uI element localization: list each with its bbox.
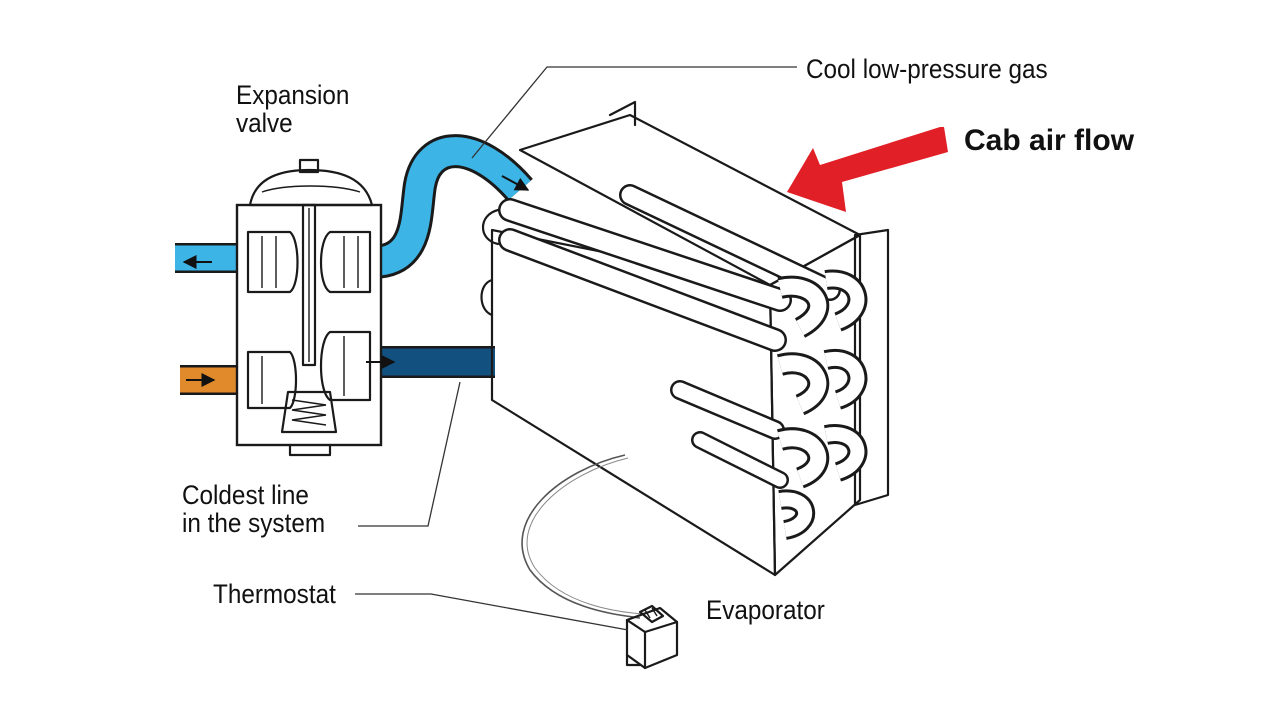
coldest-line-label-line2: in the system — [182, 509, 325, 538]
coldest-line-leader — [358, 381, 461, 527]
expansion-valve-label-line1: Expansion — [236, 81, 349, 110]
thermostat — [521, 454, 679, 670]
coldest-line-label: Coldest line in the system — [182, 481, 325, 538]
cab-air-flow-label: Cab air flow — [964, 124, 1135, 157]
return-bends — [776, 269, 868, 540]
evaporator-core — [480, 100, 890, 577]
air-flow-arrow-icon — [787, 127, 948, 212]
coldest-line-label-line1: Coldest line — [182, 481, 309, 510]
thermostat-leader — [355, 593, 629, 631]
flow-arrow-gas-icon — [501, 175, 530, 191]
thermostat-label: Thermostat — [213, 580, 336, 609]
cool-gas-label: Cool low-pressure gas — [806, 55, 1048, 84]
expansion-valve-label-line2: valve — [236, 109, 293, 138]
expansion-valve — [182, 158, 396, 457]
expansion-valve-label: Expansion valve — [236, 81, 356, 138]
evaporator-label: Evaporator — [706, 596, 825, 625]
cool-gas-leader — [471, 66, 797, 159]
